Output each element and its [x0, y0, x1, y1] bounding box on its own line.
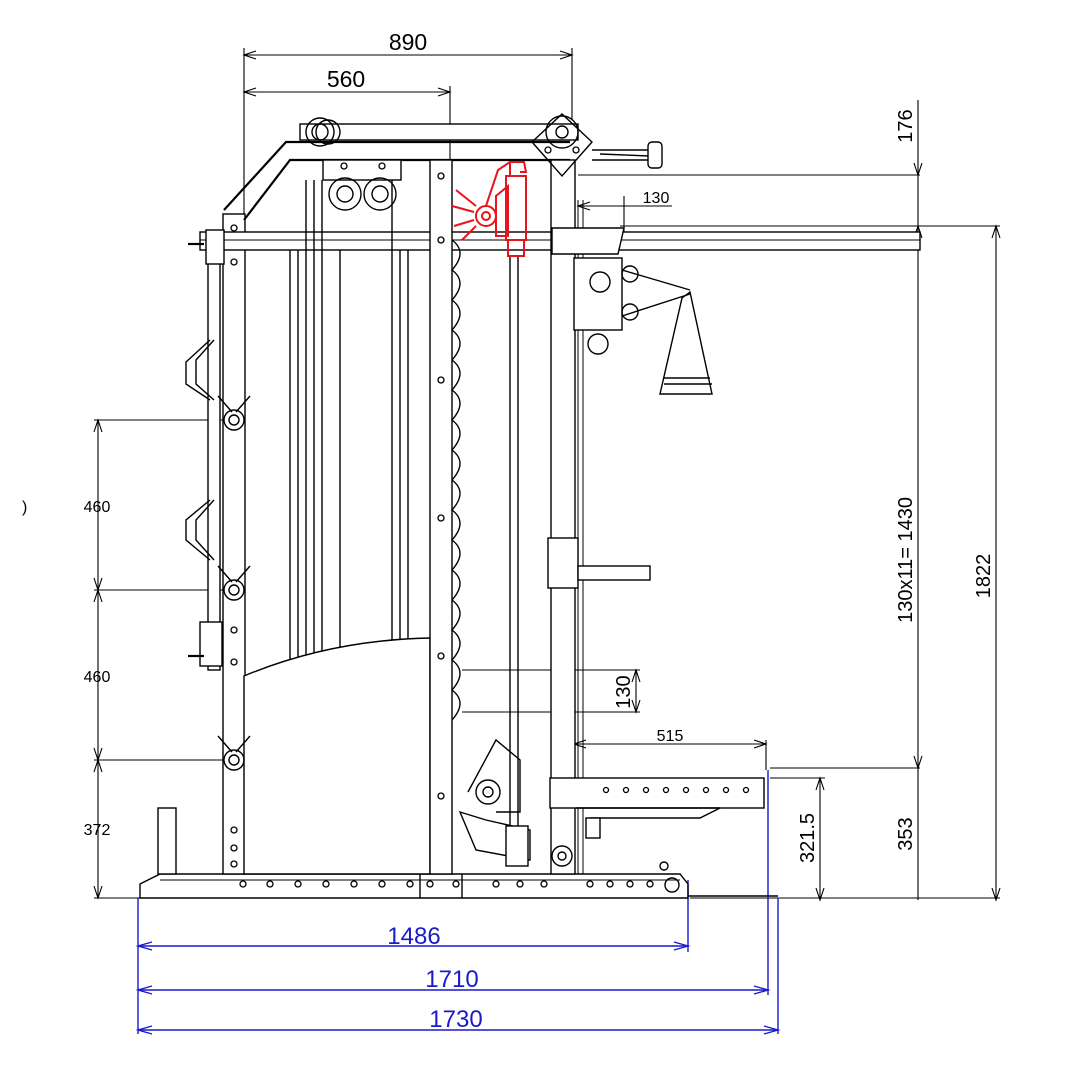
left-edge-mark: ) [22, 499, 27, 516]
dim-top-overall: 890 [389, 29, 427, 55]
dim-bench-length: 515 [657, 728, 684, 745]
top-dimension-lines [242, 48, 574, 222]
dim-base-length-1: 1486 [387, 923, 440, 950]
center-upright-holes [437, 172, 445, 800]
dim-bench-height: 321.5 [797, 813, 819, 863]
red-pulley-accessory [451, 161, 528, 257]
dim-hole-spacing: 130x11= 1430 [895, 497, 917, 623]
dim-peg-base: 372 [84, 822, 111, 839]
base-dimension-lines [135, 770, 781, 1035]
dim-base-length-2: 1710 [425, 966, 478, 993]
base-holes [239, 880, 654, 888]
dim-low-height: 353 [895, 817, 917, 850]
dim-notch-pitch: 130 [613, 675, 635, 708]
dim-base-length-3: 1730 [429, 1006, 482, 1033]
dim-top-arm: 130 [643, 190, 670, 207]
left-dimension-lines [93, 418, 228, 900]
dim-peg-spacing-2: 460 [84, 669, 111, 686]
rack-frame [139, 113, 921, 899]
left-upright-holes [230, 224, 238, 868]
dim-top-inner: 560 [327, 66, 365, 92]
bench-holes [602, 786, 750, 794]
dim-top-offset: 176 [895, 109, 917, 142]
dim-peg-spacing-1: 460 [84, 499, 111, 516]
dim-total-height: 1822 [973, 554, 995, 599]
